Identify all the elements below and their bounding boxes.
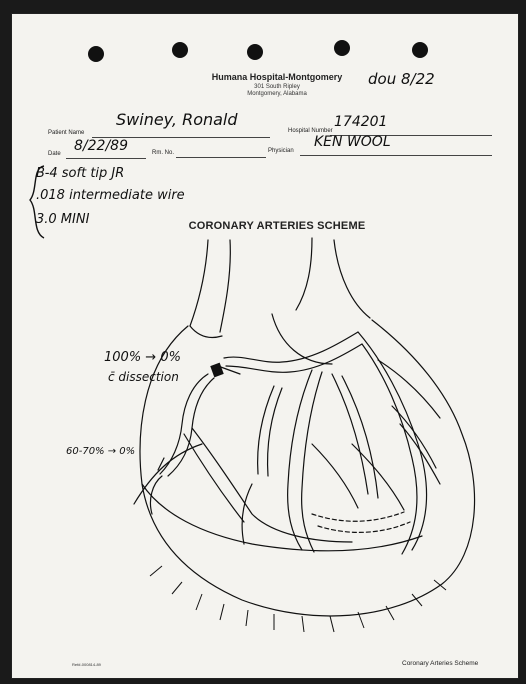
lower-annotation: 60-70% → 0% [66,446,135,457]
footer-caption: Coronary Arteries Scheme [402,660,478,667]
form-code: Ref#-000814-89 [72,662,101,667]
upper-annotation-line-2: c̄ dissection [108,370,179,384]
upper-annotation-line-1: 100% → 0% [104,350,181,365]
document-page: Humana Hospital-Montgomery 301 South Rip… [12,14,518,678]
coronary-arteries-drawing [12,14,518,678]
